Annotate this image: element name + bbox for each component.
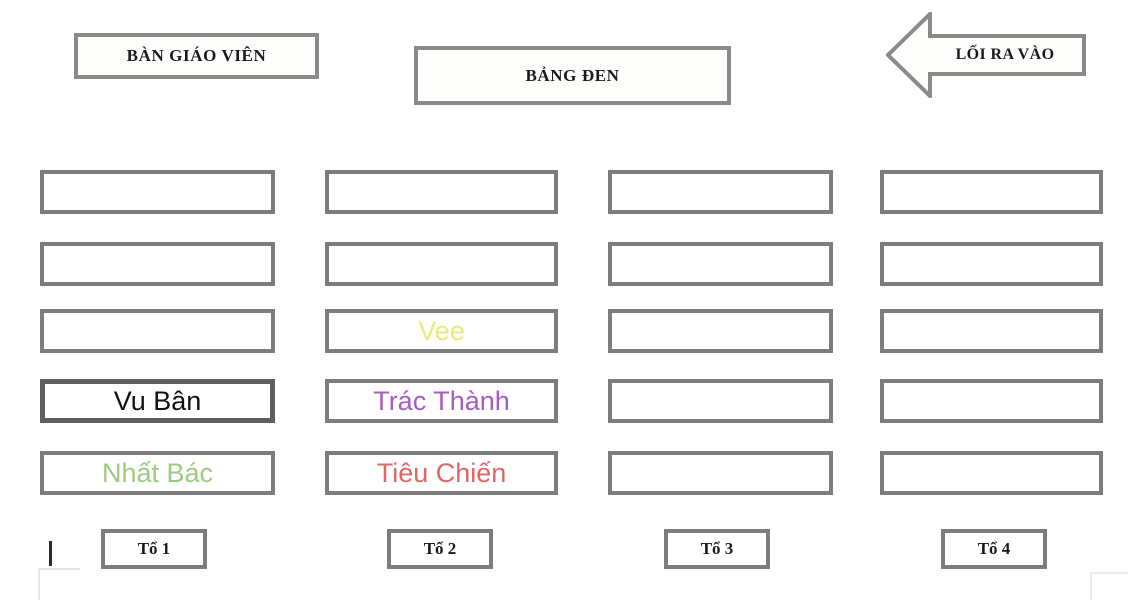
desk-c1-r4[interactable]: Vu Bân bbox=[40, 379, 275, 423]
desk-c3-r5[interactable] bbox=[608, 451, 833, 495]
desk-student-name: Tiêu Chiến bbox=[376, 457, 507, 488]
desk-c4-r3[interactable] bbox=[880, 309, 1103, 353]
corner-guide-bottom-left bbox=[38, 568, 80, 600]
group-box-1[interactable]: Tổ 1 bbox=[101, 529, 207, 569]
desk-c4-r5[interactable] bbox=[880, 451, 1103, 495]
group-box-2[interactable]: Tổ 2 bbox=[387, 529, 493, 569]
group-box-3[interactable]: Tổ 3 bbox=[664, 529, 770, 569]
desk-c2-r3[interactable]: Vee bbox=[325, 309, 558, 353]
desk-c4-r2[interactable] bbox=[880, 242, 1103, 286]
desk-c1-r5[interactable]: Nhất Bác bbox=[40, 451, 275, 495]
desk-student-name: Vee bbox=[418, 315, 465, 346]
teacher-desk-label: BÀN GIÁO VIÊN bbox=[126, 46, 267, 65]
desk-student-name: Nhất Bác bbox=[101, 457, 214, 488]
desk-student-name: Vu Bân bbox=[113, 385, 202, 416]
desk-c1-r3[interactable] bbox=[40, 309, 275, 353]
desk-c3-r3[interactable] bbox=[608, 309, 833, 353]
left-arrow-icon bbox=[886, 12, 1086, 98]
exit-arrow[interactable]: LỐI RA VÀO bbox=[886, 12, 1086, 98]
group-label: Tổ 3 bbox=[700, 539, 734, 558]
desk-c1-r2[interactable] bbox=[40, 242, 275, 286]
group-label: Tổ 4 bbox=[977, 539, 1011, 558]
desk-c2-r4[interactable]: Trác Thành bbox=[325, 379, 558, 423]
desk-c3-r2[interactable] bbox=[608, 242, 833, 286]
blackboard-box[interactable]: BẢNG ĐEN bbox=[414, 46, 731, 105]
group-label: Tổ 2 bbox=[423, 539, 457, 558]
text-caret-mark bbox=[49, 541, 52, 566]
group-label: Tổ 1 bbox=[137, 539, 171, 558]
teacher-desk-box[interactable]: BÀN GIÁO VIÊN bbox=[74, 33, 319, 79]
erasure-smudge bbox=[62, 343, 253, 349]
desk-c1-r1[interactable] bbox=[40, 170, 275, 214]
desk-c3-r4[interactable] bbox=[608, 379, 833, 423]
desk-student-name: Trác Thành bbox=[373, 385, 510, 416]
desk-c4-r4[interactable] bbox=[880, 379, 1103, 423]
desk-c4-r1[interactable] bbox=[880, 170, 1103, 214]
desk-c2-r1[interactable] bbox=[325, 170, 558, 214]
blackboard-label: BẢNG ĐEN bbox=[525, 65, 620, 85]
corner-guide-bottom-right bbox=[1090, 572, 1128, 600]
desk-c2-r2[interactable] bbox=[325, 242, 558, 286]
desk-c3-r1[interactable] bbox=[608, 170, 833, 214]
group-box-4[interactable]: Tổ 4 bbox=[941, 529, 1047, 569]
desk-c2-r5[interactable]: Tiêu Chiến bbox=[325, 451, 558, 495]
